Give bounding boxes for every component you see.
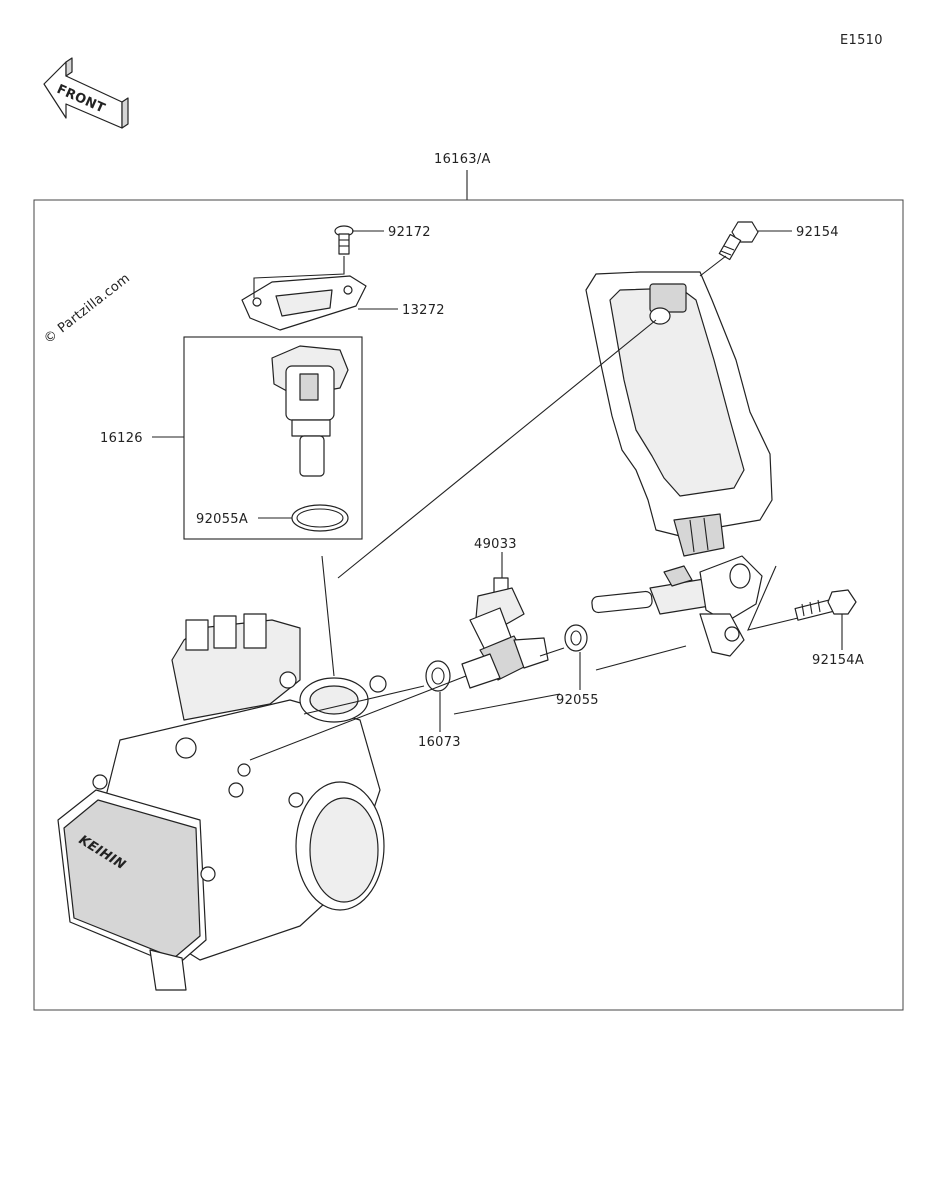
label-92055a[interactable]: 92055A: [196, 512, 248, 527]
leader-bolt-to-fitting: [747, 565, 799, 631]
throttle-body-part: KEIHIN: [57, 613, 387, 991]
label-assembly[interactable]: 16163/A: [434, 152, 491, 167]
label-49033[interactable]: 49033: [474, 537, 517, 552]
watermark-text: © Partzilla.com: [41, 271, 133, 347]
label-92172[interactable]: 92172: [388, 225, 431, 240]
label-16126[interactable]: 16126: [100, 431, 143, 446]
bolt-92154-part: [718, 221, 759, 261]
front-arrow-icon: FRONT: [43, 57, 129, 129]
label-92154[interactable]: 92154: [796, 225, 839, 240]
throttle-cover-part: [585, 271, 773, 557]
leader-sensor-to-body: [249, 675, 467, 761]
bracket-plate-13272-part: [241, 256, 367, 331]
leader-washer-to-sensor: [539, 647, 565, 657]
label-13272[interactable]: 13272: [402, 303, 445, 318]
leader-kit-to-body: [321, 555, 335, 677]
sensor-16126-part: [271, 345, 349, 477]
screw-92172-part: [334, 225, 354, 255]
sensor-49033-part: [461, 577, 549, 689]
label-92154a[interactable]: 92154A: [812, 653, 864, 668]
bolt-92154a-part: [794, 589, 857, 621]
sensor-kit-box: [183, 336, 363, 540]
leader-seal-to-body: [303, 685, 425, 715]
label-92055[interactable]: 92055: [556, 693, 599, 708]
leader-92055-to-16073: [453, 693, 561, 715]
leader-cover-to-body: [337, 319, 657, 579]
assembly-frame: [33, 199, 904, 1011]
leader-bolt-cover: [699, 255, 727, 277]
fitting-pipe-part: [591, 555, 763, 657]
washer-92055-part: [564, 624, 588, 652]
leader-92055-to-fitting: [595, 645, 687, 671]
diagram-code: E1510: [840, 33, 883, 48]
label-16073[interactable]: 16073: [418, 735, 461, 750]
seal-16073-part: [425, 660, 451, 692]
